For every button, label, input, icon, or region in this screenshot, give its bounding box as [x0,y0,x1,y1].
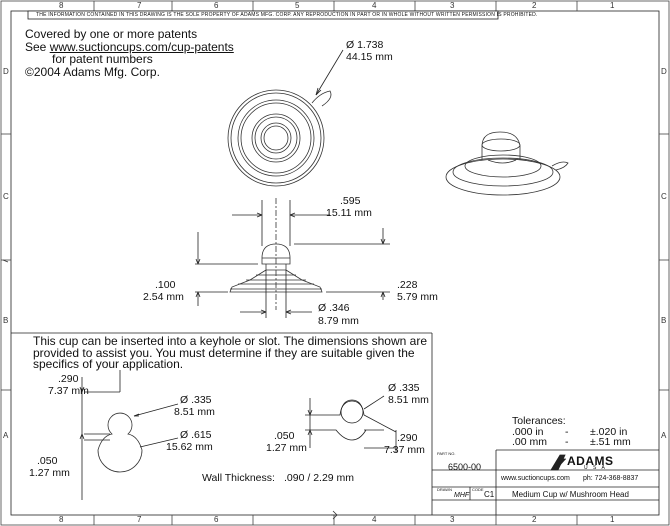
zone-col-3-top: 3 [450,1,455,10]
zone-row-d-left: D [3,67,9,76]
keyhole-shape [79,370,179,500]
part-description: Medium Cup w/ Mushroom Head [512,490,629,499]
slot-gap-mm: 1.27 mm [266,442,307,454]
code-value: C1 [484,490,495,499]
zone-col-2-top: 2 [532,1,537,10]
keyhole-intro: This cup can be inserted into a keyhole … [33,334,427,371]
zone-row-d-right: D [661,67,667,76]
zone-col-6-bottom: 6 [214,515,219,524]
zone-row-b-left: B [3,316,9,325]
keyhole-small-mm: 8.51 mm [174,406,215,418]
drawn-label: DRAWN [437,487,452,492]
patent-see-label: See [25,40,50,54]
zone-col-1-bottom: 1 [610,515,615,524]
brand-sub: U S A [584,465,607,471]
drawn-by: MHF [454,492,470,499]
slot-gap-in: .050 [274,430,295,442]
patent-line-3: for patent numbers [52,52,153,66]
keyhole-top-mm: 7.37 mm [48,385,89,397]
slot-depth-in: .290 [397,432,418,444]
zone-col-3-bottom: 3 [450,515,455,524]
dim-knob-mm: 15.11 mm [326,207,372,219]
dim-stem-in: Ø .346 [318,302,350,314]
wall-thickness-label: Wall Thickness: [202,472,275,484]
wall-thickness-value: .090 / 2.29 mm [284,472,355,484]
slot-depth-mm: 7.37 mm [384,444,425,456]
zone-col-8-bottom: 8 [59,515,64,524]
dim-knob-in: .595 [340,195,361,207]
dim-base-mm: 2.54 mm [143,291,184,303]
top-view [227,89,332,187]
zone-row-a-left: A [3,431,9,440]
zone-row-a-right: A [661,431,667,440]
tolerance-in-value: ±.020 in [590,426,628,438]
zone-col-6-top: 6 [214,1,219,10]
dim-base-in: .100 [155,279,176,291]
keyhole-neck-mm: 1.27 mm [29,467,70,479]
slot-diameter-in: Ø .335 [388,382,420,394]
zone-col-4-bottom: 4 [372,515,377,524]
tolerance-mm-base: .00 mm [512,436,548,448]
zone-col-2-bottom: 2 [532,515,537,524]
zone-col-4-top: 4 [372,1,377,10]
code-label: CODE [472,487,484,492]
zone-row-b-right: B [661,316,667,325]
part-no: 6500-00 [448,462,482,472]
keyhole-large-mm: 15.62 mm [166,441,213,453]
dim-stem-mm: 8.79 mm [318,315,359,327]
zone-row-c-left: C [3,192,9,201]
slot-diameter-mm: 8.51 mm [388,394,429,406]
zone-col-1-top: 1 [610,1,615,10]
zone-col-5-top: 5 [295,1,300,10]
dim-diameter-mm: 44.15 mm [346,51,393,63]
tolerance-mm-sep: - [565,436,569,448]
side-view [229,198,323,310]
patent-line-2: See www.suctioncups.com/cup-patents [25,41,234,53]
patent-line-1: Covered by one or more patents [25,27,198,41]
legal-notice: THE INFORMATION CONTAINED IN THIS DRAWIN… [36,12,538,18]
keyhole-top-in: .290 [58,373,79,385]
zone-col-7-bottom: 7 [137,515,142,524]
dim-height-mm: 5.79 mm [397,291,438,303]
zone-row-c-right: C [661,192,667,201]
part-no-label: PART NO. [437,451,456,456]
copyright: ©2004 Adams Mfg. Corp. [25,65,160,79]
tolerances-title: Tolerances: [512,415,566,427]
keyhole-large-in: Ø .615 [180,429,212,441]
zone-col-8-top: 8 [59,1,64,10]
phone: ph: 724-368-8837 [583,475,639,482]
iso-view [445,131,569,196]
slot-shape [305,395,397,452]
tolerance-mm-value: ±.51 mm [590,436,631,448]
dim-diameter-in: Ø 1.738 [346,39,384,51]
tolerance-in-sep: - [565,426,569,438]
patent-link[interactable]: www.suctioncups.com/cup-patents [49,40,234,54]
keyhole-small-in: Ø .335 [180,394,212,406]
dim-height-in: .228 [397,279,418,291]
adams-logo-mark [550,454,566,471]
website: www.suctioncups.com [501,475,570,482]
brand-name: ADAMS [567,454,614,468]
tolerance-in-base: .000 in [512,426,544,438]
zone-col-7-top: 7 [137,1,142,10]
keyhole-neck-in: .050 [37,455,58,467]
